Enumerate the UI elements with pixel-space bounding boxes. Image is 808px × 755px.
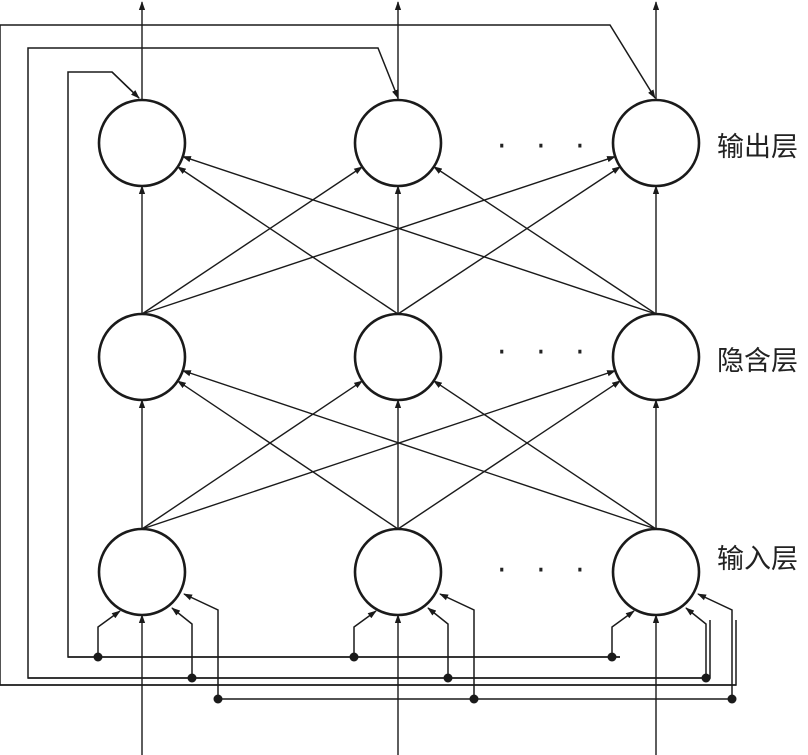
label-hidden-layer: 隐含层 bbox=[717, 346, 798, 377]
edge-input1-to-hidden3 bbox=[141, 369, 617, 530]
tap-1-2 bbox=[171, 607, 193, 678]
hidden-neuron-1 bbox=[97, 312, 187, 402]
tap-3-2 bbox=[685, 607, 707, 678]
edge-input1-to-hidden2 bbox=[141, 380, 364, 530]
tap-2-2 bbox=[427, 607, 449, 678]
edge-input2-to-hidden1 bbox=[176, 380, 399, 530]
tap-1-1 bbox=[97, 610, 121, 657]
hidden-neuron-3 bbox=[611, 312, 701, 402]
tap-3-3 bbox=[697, 593, 733, 699]
edge-hidden3-to-output1 bbox=[181, 155, 657, 315]
edge-input2-to-hidden3 bbox=[397, 380, 621, 530]
edge-hidden2-to-output3 bbox=[397, 166, 621, 315]
connection-edges bbox=[138, 155, 660, 530]
ellipsis-hidden: · · · bbox=[497, 335, 595, 370]
input-neuron-3 bbox=[611, 527, 701, 617]
tap-2-1 bbox=[353, 610, 377, 657]
junction-dot-3-2 bbox=[701, 673, 711, 683]
feedback-wire-inner-arrow bbox=[111, 71, 140, 99]
ellipsis-output: · · · bbox=[497, 129, 595, 164]
tap-1-3 bbox=[183, 593, 219, 699]
input-neuron-1 bbox=[97, 527, 187, 617]
hidden-neuron-2 bbox=[353, 312, 443, 402]
feedback-wire-outer bbox=[0, 24, 737, 686]
tap-3-1 bbox=[611, 610, 635, 657]
neurons bbox=[97, 98, 701, 617]
ellipsis-input: · · · bbox=[497, 553, 595, 588]
edge-hidden2-to-output1 bbox=[177, 166, 399, 315]
output-neuron-3 bbox=[611, 98, 701, 188]
output-neuron-1 bbox=[97, 98, 187, 188]
edge-hidden3-to-output2 bbox=[433, 166, 657, 315]
tap-2-3 bbox=[439, 593, 475, 699]
junction-dot-2-2 bbox=[443, 673, 453, 683]
edge-hidden1-to-output3 bbox=[141, 155, 617, 315]
label-input-layer: 输入层 bbox=[717, 544, 798, 575]
junction-dot-1-2 bbox=[187, 673, 197, 683]
edge-input3-to-hidden2 bbox=[433, 380, 657, 530]
junction-dot-1-1 bbox=[93, 652, 103, 662]
junction-dot-3-1 bbox=[607, 652, 617, 662]
feedback-wire-middle bbox=[27, 47, 711, 679]
external-io-arrows bbox=[138, 1, 660, 755]
output-neuron-2 bbox=[353, 98, 443, 188]
edge-hidden1-to-output2 bbox=[141, 166, 363, 315]
input-taps bbox=[93, 593, 737, 704]
input-neuron-2 bbox=[353, 527, 443, 617]
label-output-layer: 输出层 bbox=[717, 132, 798, 163]
junction-dot-2-1 bbox=[349, 652, 359, 662]
edge-input3-to-hidden1 bbox=[181, 369, 657, 530]
